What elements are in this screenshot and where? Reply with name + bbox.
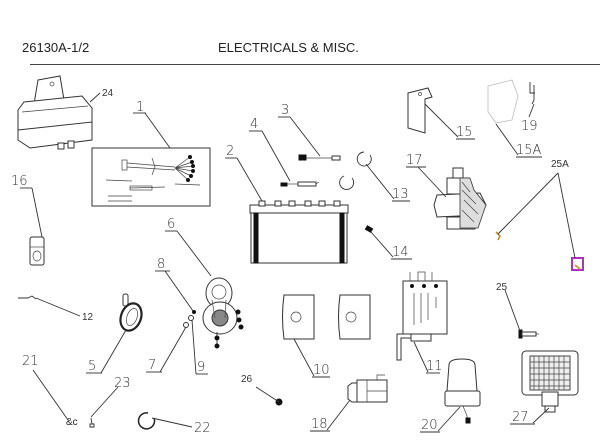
part-19-clip[interactable] (529, 82, 535, 105)
part-15-bracket[interactable] (407, 87, 433, 134)
callout-13[interactable]: 13 (392, 187, 409, 202)
callout-12[interactable]: 12 (82, 312, 94, 323)
callout-20[interactable]: 20 (421, 418, 438, 433)
part-12-wire-clip[interactable] (18, 295, 37, 300)
callout-27[interactable]: 27 (512, 410, 529, 425)
part-21-terminal[interactable]: &c (66, 417, 78, 428)
part-3-battery-cable[interactable] (298, 154, 341, 161)
callout-10[interactable]: 10 (313, 363, 330, 378)
callout-16[interactable]: 16 (11, 174, 28, 189)
part-23-hook[interactable] (89, 417, 95, 428)
callout-6[interactable]: 6 (167, 217, 175, 232)
callout-9[interactable]: 9 (197, 360, 205, 375)
part-18-connector[interactable] (347, 374, 388, 403)
drawing-title: ELECTRICALS & MISC. (218, 40, 359, 55)
part-10-bracket-plates[interactable] (282, 294, 371, 340)
part-27-work-lamp[interactable] (521, 350, 579, 413)
callout-2[interactable]: 2 (226, 144, 234, 159)
part-2-battery[interactable] (249, 200, 349, 264)
callout-14[interactable]: 14 (392, 245, 409, 260)
part-7-8-9-hardware[interactable] (183, 310, 196, 328)
part-13-cable-ring[interactable] (339, 151, 372, 190)
callout-18[interactable]: 18 (311, 417, 328, 432)
part-14-terminal-bolt[interactable] (364, 225, 374, 233)
part-17-pressure-switch[interactable] (433, 167, 487, 230)
callout-25[interactable]: 25 (496, 282, 508, 293)
callout-24[interactable]: 24 (102, 88, 114, 99)
part-1-wiring-harness[interactable] (91, 147, 211, 207)
callout-26[interactable]: 26 (241, 374, 253, 385)
part-6-ignition-switch[interactable] (202, 277, 244, 349)
callout-15[interactable]: 15 (456, 125, 473, 140)
callout-19[interactable]: 19 (521, 119, 538, 134)
part-25A-sensor-lead[interactable] (495, 231, 584, 271)
callout-21[interactable]: 21 (22, 354, 39, 369)
callout-15A[interactable]: 15A (516, 143, 542, 158)
header-rule (30, 64, 600, 65)
callout-25A[interactable]: 25A (551, 159, 569, 170)
callout-1[interactable]: 1 (136, 100, 144, 115)
callout-7[interactable]: 7 (148, 358, 156, 373)
part-11-control-unit[interactable] (396, 271, 448, 361)
callout-8[interactable]: 8 (157, 257, 165, 272)
drawing-code: 26130A-1/2 (22, 40, 90, 55)
callout-17[interactable]: 17 (406, 153, 423, 168)
part-4-ground-cable[interactable] (280, 181, 320, 187)
part-25-screw[interactable] (518, 329, 539, 339)
part-22-snap-ring[interactable] (137, 412, 156, 430)
callout-11[interactable]: 11 (426, 359, 443, 374)
callout-3[interactable]: 3 (281, 103, 289, 118)
part-20-beacon-light[interactable] (444, 358, 481, 424)
callout-23[interactable]: 23 (114, 376, 131, 391)
callout-22[interactable]: 22 (194, 421, 211, 436)
callout-5[interactable]: 5 (88, 359, 96, 374)
part-16-fuse-holder[interactable] (29, 236, 45, 266)
part-5-horn[interactable] (117, 293, 145, 334)
part-24-relay-box[interactable] (17, 75, 93, 150)
part-15A-cover[interactable] (487, 79, 519, 124)
svg-text:&c: &c (66, 417, 78, 428)
callout-4[interactable]: 4 (250, 117, 258, 132)
